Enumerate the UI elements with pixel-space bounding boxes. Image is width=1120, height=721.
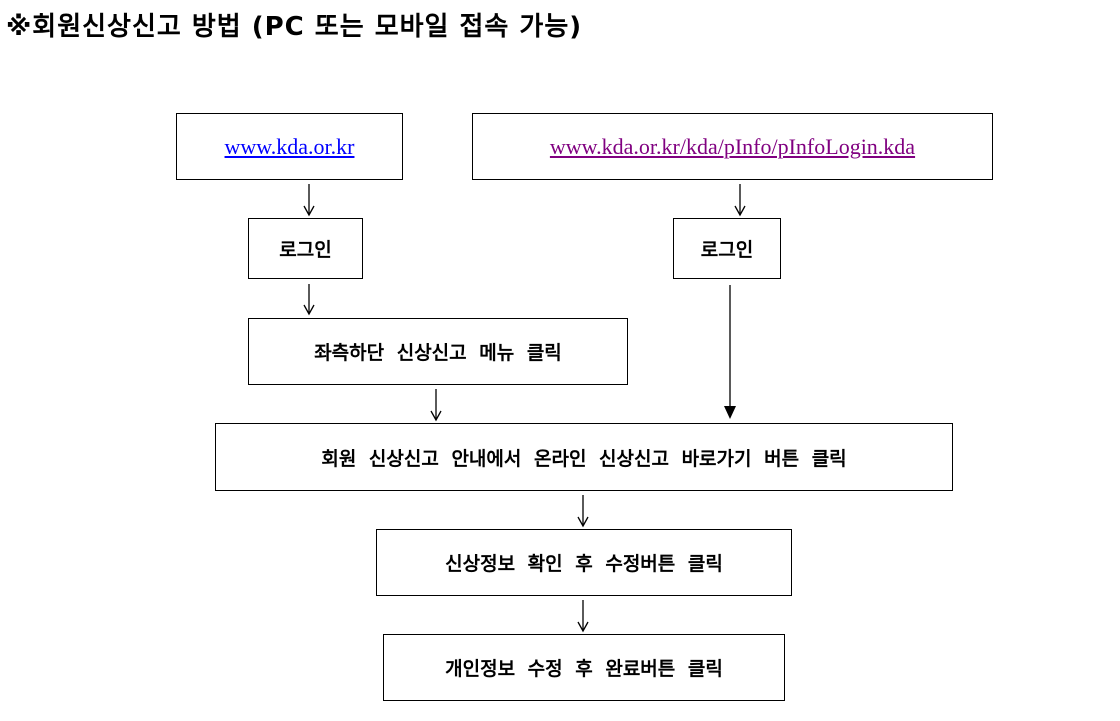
site-link-box: www.kda.or.kr [176,113,403,180]
arrow-login-to-menu [303,284,315,316]
login-left-label: 로그인 [279,239,332,261]
arrow-online-to-confirm [577,495,589,528]
arrow-head-filled [724,406,736,419]
confirm-edit-label: 신상정보 확인 후 수정버튼 클릭 [445,553,723,575]
complete-box: 개인정보 수정 후 완료버튼 클릭 [383,634,785,701]
online-report-label: 회원 신상신고 안내에서 온라인 신상신고 바로가기 버튼 클릭 [321,447,847,470]
login-page-link[interactable]: www.kda.or.kr/kda/pInfo/pInfoLogin.kda [549,133,916,159]
complete-label: 개인정보 수정 후 완료버튼 클릭 [445,658,723,680]
arrow-loginpage-to-login [734,184,746,217]
arrow-confirm-to-complete [577,600,589,633]
site-link[interactable]: www.kda.or.kr [224,133,355,159]
login-page-link-box: www.kda.or.kr/kda/pInfo/pInfoLogin.kda [472,113,993,180]
arrow-menu-to-online [430,389,442,422]
login-right-label: 로그인 [700,239,754,261]
menu-click-box: 좌측하단 신상신고 메뉴 클릭 [248,318,628,385]
page-title: ※회원신상신고 방법 (PC 또는 모바일 접속 가능) [6,12,583,42]
login-left-box: 로그인 [248,218,363,279]
arrow-site-to-login [303,184,315,217]
menu-click-label: 좌측하단 신상신고 메뉴 클릭 [314,342,562,364]
online-report-box: 회원 신상신고 안내에서 온라인 신상신고 바로가기 버튼 클릭 [215,423,953,491]
confirm-edit-box: 신상정보 확인 후 수정버튼 클릭 [376,529,792,596]
login-right-box: 로그인 [673,218,781,279]
